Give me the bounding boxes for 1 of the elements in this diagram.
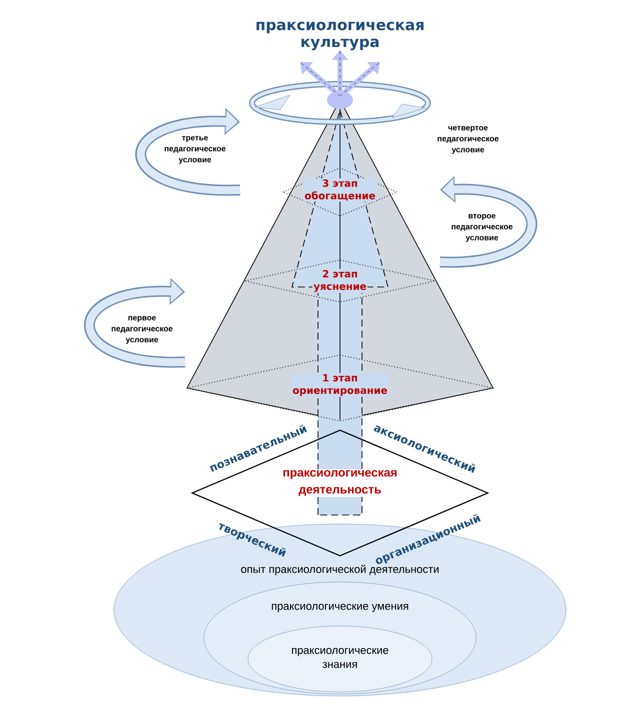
- title: праксиологическая культура: [256, 22, 424, 50]
